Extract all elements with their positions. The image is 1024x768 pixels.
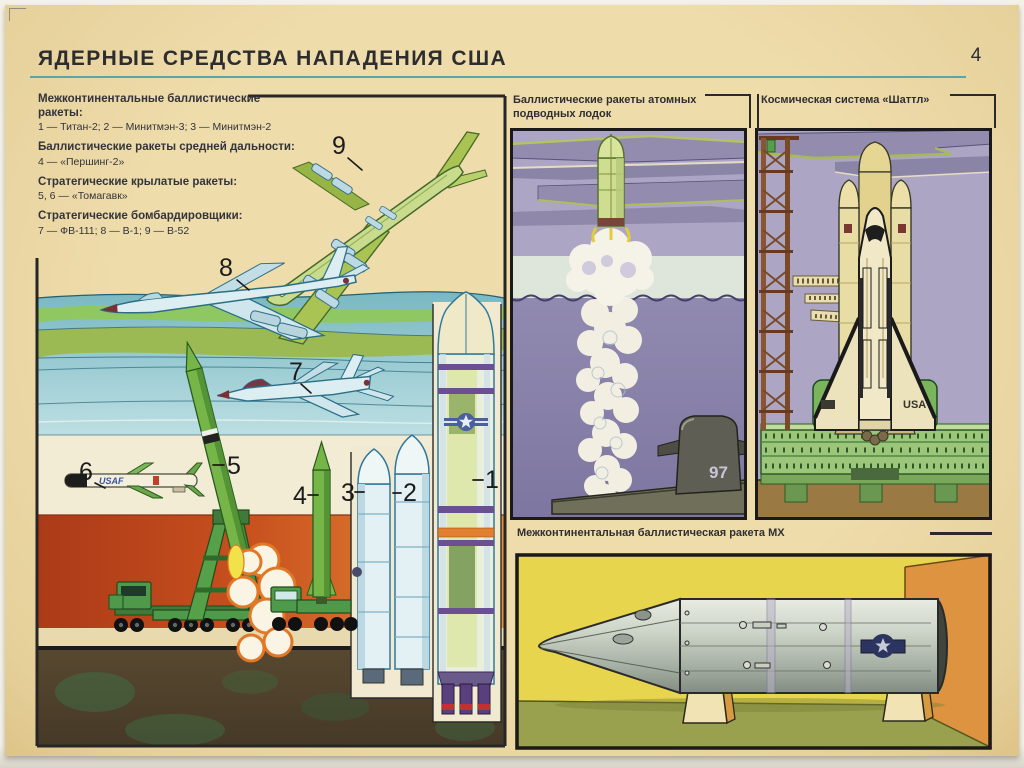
- legend-items: 1 — Титан-2; 2 — Минитмэн-3; 3 — Минитмэ…: [38, 121, 272, 133]
- usa-marking: USA: [903, 399, 926, 411]
- label-tomahawk-launcher: 5: [227, 452, 241, 480]
- shuttle-stack-illustration: USA: [812, 141, 938, 446]
- star-insignia: [860, 634, 906, 658]
- legend: Межконтинентальные баллистические ракеты…: [38, 93, 306, 245]
- legend-group-icbm: Межконтинентальные баллистические ракеты…: [38, 93, 306, 134]
- tomahawk-launcher-illustration: [108, 340, 297, 663]
- page-number: 4: [970, 45, 982, 66]
- legend-group-bombers: Стратегические бомбардировщики: 7 — ФВ-1…: [38, 210, 306, 238]
- slbm-missile-illustration: [591, 134, 631, 243]
- panel-frame: [755, 128, 992, 520]
- scanned-page: ЯДЕРНЫЕ СРЕДСТВА НАПАДЕНИЯ США 4: [5, 5, 1019, 756]
- submarine-hull-number: 97: [709, 463, 728, 482]
- page-title: ЯДЕРНЫЕ СРЕДСТВА НАПАДЕНИЯ США: [38, 47, 508, 70]
- scan-corner-mark: [9, 8, 26, 21]
- title-rule: [30, 76, 966, 78]
- mx-missile-illustration: [537, 597, 948, 695]
- surface-foam-cloud: [566, 228, 654, 306]
- pershing2-illustration: [270, 439, 358, 631]
- fb111-bomber-illustration: [217, 353, 395, 418]
- label-fb111: 7: [289, 358, 303, 386]
- caption-bracket: [757, 94, 759, 130]
- panel-frame: [515, 553, 992, 750]
- label-tomahawk-flight: 6: [79, 458, 93, 486]
- legend-group-mrbm: Баллистические ракеты средней дальности:…: [38, 141, 306, 169]
- legend-heading: Баллистические ракеты средней дальности:: [38, 141, 295, 153]
- minuteman-missiles-illustration: [352, 434, 430, 686]
- launch-tower: [759, 136, 799, 430]
- legend-heading: Межконтинентальные баллистические ракеты…: [38, 93, 261, 119]
- us-star-insignia: [444, 413, 488, 431]
- callout-numbers: 9 8 7 6 5 4 3 2 1: [79, 132, 499, 510]
- legend-items: 7 — ФВ-111; 8 — В-1; 9 — В-52: [38, 224, 190, 237]
- caption-bracket: [950, 94, 996, 128]
- legend-heading: Стратегические крылатые ракеты:: [38, 175, 238, 188]
- bubble-column: [576, 297, 642, 504]
- floor: [517, 701, 992, 748]
- mx-panel: [515, 553, 992, 750]
- label-minuteman2: 3: [341, 479, 355, 507]
- slbm-caption: Баллистические ракеты атомных подводных …: [513, 94, 697, 120]
- main-illustration-panel: USAF: [35, 94, 507, 748]
- label-b1: 8: [219, 254, 233, 282]
- cloud-streaks: [510, 134, 747, 226]
- caption-rule: [930, 532, 992, 535]
- shuttle-panel: USA: [755, 128, 992, 520]
- label-pershing2: 4: [293, 482, 307, 510]
- shuttle-caption: Космическая система «Шаттл»: [761, 94, 930, 106]
- submarine-illustration: 97: [551, 415, 747, 515]
- label-minuteman3: 2: [403, 479, 417, 507]
- legend-items: 5, 6 — «Томагавк»: [38, 190, 128, 202]
- legend-group-cruise: Стратегические крылатые ракеты: 5, 6 — «…: [38, 176, 306, 204]
- panel-frame: [510, 128, 747, 520]
- titan2-missile-illustration: [437, 291, 495, 715]
- caption-bracket: [705, 94, 751, 128]
- mx-caption: Межконтинентальная баллистическая ракета…: [517, 527, 785, 539]
- slbm-panel: 97: [510, 128, 747, 520]
- label-b52: 9: [332, 132, 346, 160]
- usaf-marking: USAF: [99, 476, 124, 486]
- panel-frame: [35, 94, 507, 748]
- legend-items: 4 — «Першинг-2»: [38, 155, 125, 168]
- legend-heading: Стратегические бомбардировщики:: [38, 210, 243, 222]
- b1-bomber-illustration: [99, 245, 371, 341]
- label-titan2: 1: [485, 466, 499, 494]
